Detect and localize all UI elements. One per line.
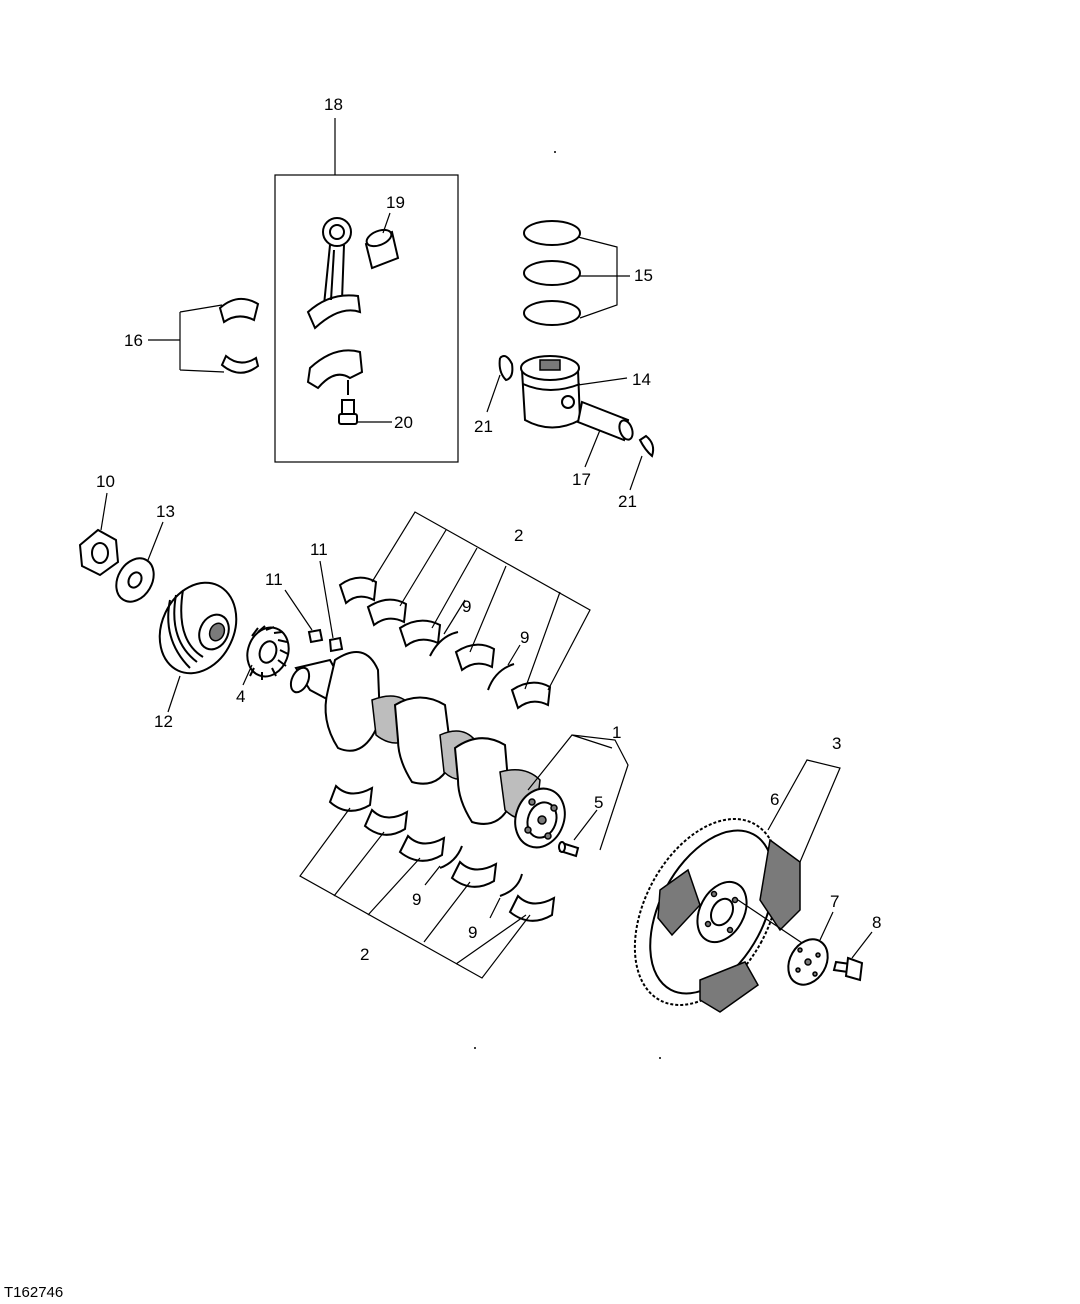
callout-10: 10 [96, 472, 115, 491]
connecting-rod [306, 217, 362, 330]
flywheel-bolt [832, 931, 873, 982]
callout-2-upper: 2 [514, 526, 523, 545]
rod-bearing-inserts [148, 297, 260, 374]
callout-20: 20 [394, 413, 413, 432]
crankshaft-nut [78, 492, 120, 577]
callout-11-left: 11 [265, 570, 283, 589]
woodruff-keys [284, 560, 344, 653]
flywheel [633, 759, 841, 1013]
rod-cap-bolt [338, 380, 358, 425]
crankshaft-washer [115, 521, 164, 603]
piston-rings [523, 220, 630, 326]
piston-pin-bushing [364, 228, 400, 270]
figure-code: T162746 [4, 1284, 64, 1301]
lower-main-bearings [299, 784, 556, 979]
callout-21-left: 21 [474, 417, 493, 436]
callout-7: 7 [830, 892, 839, 911]
callout-2-lower: 2 [360, 945, 369, 964]
crankshaft-gear [242, 625, 290, 686]
rod-cap [306, 349, 364, 390]
piston-pin [576, 400, 634, 468]
upper-main-bearings [338, 511, 591, 710]
crankshaft-pulley [158, 581, 238, 713]
callout-4: 4 [236, 687, 245, 706]
callout-9-upper-a: 9 [462, 597, 471, 616]
callout-21-right: 21 [618, 492, 637, 511]
callout-8: 8 [872, 913, 881, 932]
callout-9-upper-b: 9 [520, 628, 529, 647]
callout-14: 14 [632, 370, 651, 389]
callout-5: 5 [594, 793, 603, 812]
callout-9-lower-a: 9 [412, 890, 421, 909]
callout-6: 6 [770, 790, 779, 809]
callout-labels: 18 19 16 20 15 14 21 17 21 10 13 11 11 2… [96, 95, 881, 964]
callout-17: 17 [572, 470, 591, 489]
callout-3: 3 [832, 734, 841, 753]
piston-pin-snap-rings [486, 355, 655, 491]
callout-11-right: 11 [310, 540, 328, 559]
callout-16: 16 [124, 331, 143, 350]
callout-1: 1 [612, 723, 621, 742]
flywheel-plate [787, 911, 834, 986]
callout-9-lower-b: 9 [468, 923, 477, 942]
connecting-rod-assembly [274, 118, 459, 463]
callout-12: 12 [154, 712, 173, 731]
callout-19: 19 [386, 193, 405, 212]
callout-13: 13 [156, 502, 175, 521]
dowel-pin [558, 809, 598, 858]
crankshaft [289, 651, 629, 851]
callout-18: 18 [324, 95, 343, 114]
callout-15: 15 [634, 266, 653, 285]
